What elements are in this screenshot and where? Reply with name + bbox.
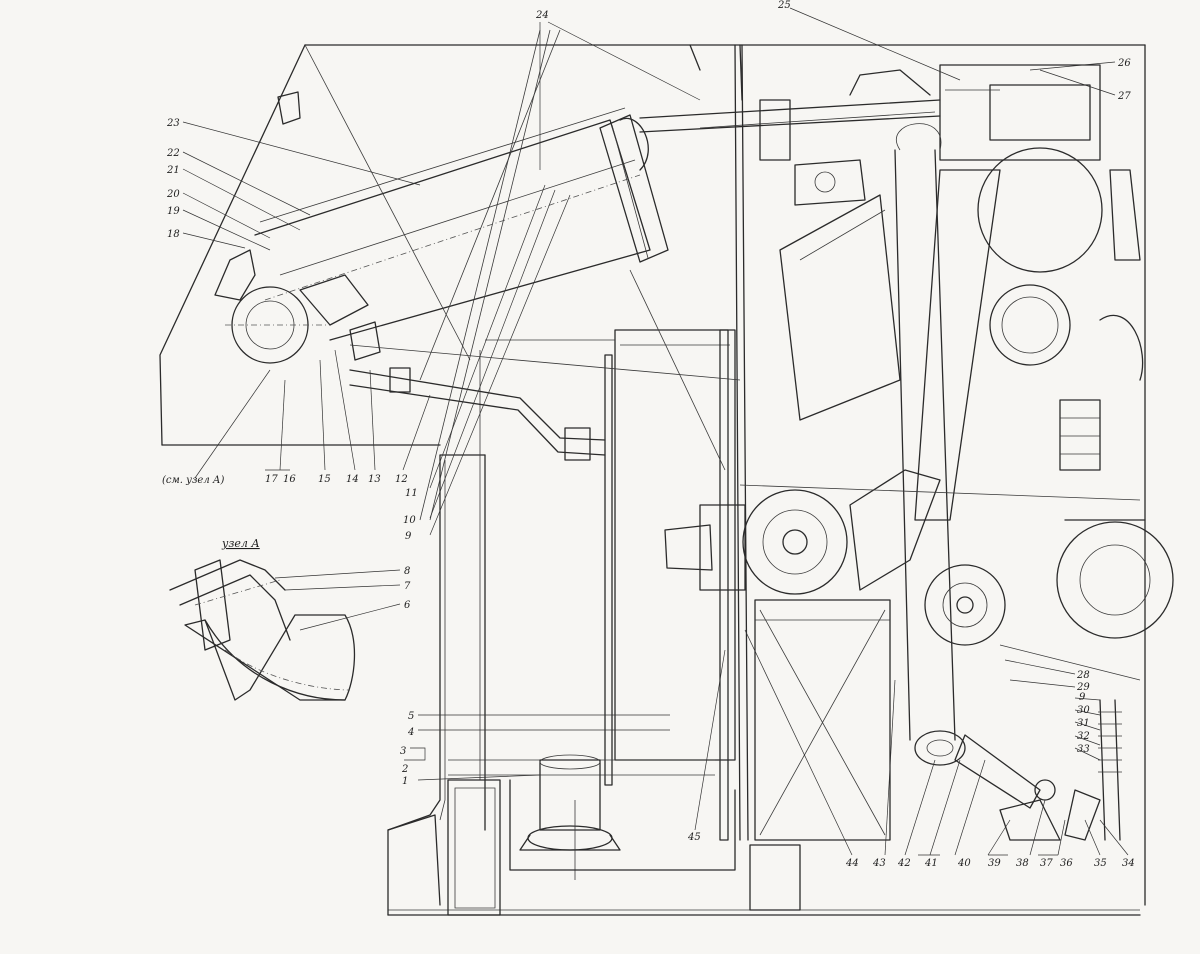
callout-23: 23 [166,118,180,129]
callout-16: 16 [283,474,296,485]
callout-38: 38 [1016,858,1029,869]
upper-pipes [639,64,1101,161]
callout-29: 29 [1076,682,1090,693]
callout-41: 41 [924,858,938,869]
callout-25: 25 [777,0,791,11]
callout-42: 42 [897,858,911,869]
callout-39: 39 [988,858,1001,869]
callout-32: 32 [1077,731,1090,742]
lower-water-pipe [349,344,741,461]
callout-36: 36 [1060,858,1073,869]
housing-outline [159,44,1146,916]
engine-block [779,147,1144,471]
callout-27: 27 [1117,91,1131,102]
intake-elbow [214,249,381,364]
callout-2: 2 [401,764,408,775]
callout-1: 1 [402,776,408,787]
expansion-tank [509,754,736,880]
callout-40: 40 [957,858,971,869]
callout-37: 37 [1040,858,1053,869]
callout-34: 34 [1122,858,1135,869]
support-frame [749,599,891,911]
node-a-title: узел А [221,537,260,550]
mount-bracket-top [277,91,301,125]
callout-33: 33 [1077,744,1090,755]
callout-35: 35 [1094,858,1107,869]
callout-10: 10 [403,515,416,526]
callout-14: 14 [346,474,359,485]
callout-30: 30 [1077,705,1090,716]
callout-4: 4 [407,727,414,738]
callout-15: 15 [318,474,331,485]
callout-18: 18 [167,229,180,240]
fan-pulley [924,564,1006,646]
callout-45: 45 [687,832,701,843]
callout-43: 43 [872,858,886,869]
tension-spring [1098,699,1122,841]
leader-lines [182,7,1129,856]
callout-21: 21 [166,165,180,176]
fan-drive-belt [894,123,1001,741]
callout-9-left: 9 [405,531,412,542]
callout-20: 20 [166,189,180,200]
callout-28: 28 [1076,670,1090,681]
callout-9-right: 9 [1079,692,1086,703]
radiator-core [448,44,749,841]
callout-22: 22 [166,148,180,159]
callout-17: 17 [265,474,278,485]
node-a-detail [169,559,356,701]
callout-31: 31 [1077,718,1090,729]
callout-5: 5 [408,711,414,722]
callout-44: 44 [845,858,859,869]
callout-3: 3 [400,746,406,757]
callout-labels: 1 2 3 4 5 6 7 8 9 9 10 11 12 13 14 15 16… [162,0,1135,869]
callout-26: 26 [1117,58,1131,69]
callout-6: 6 [404,600,411,611]
generator-pulley [1056,519,1174,639]
callout-7: 7 [404,581,411,592]
water-pump-pulley [664,469,941,595]
pipe-diagonals [304,29,1141,681]
callout-19: 19 [167,206,180,217]
callout-11: 11 [405,488,418,499]
callout-13: 13 [368,474,381,485]
air-intake-duct [254,107,669,341]
callout-24: 24 [535,10,549,21]
inlet-box-lower [387,779,501,916]
callout-12: 12 [395,474,408,485]
callout-8: 8 [404,566,410,577]
node-a-reference: (см. узел А) [162,475,224,486]
